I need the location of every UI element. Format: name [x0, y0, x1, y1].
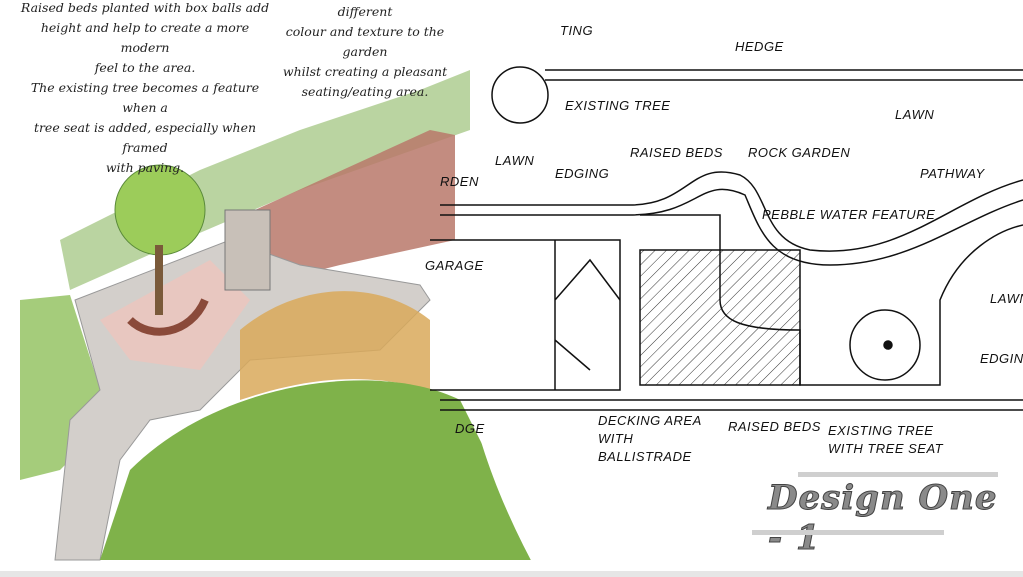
- bottom-border: [0, 571, 1023, 577]
- note-line: whilst creating a pleasant: [282, 64, 448, 79]
- label-lawn: LAWN: [990, 291, 1023, 306]
- label-hedge: HEDGE: [735, 39, 784, 54]
- label-edging: EDGING: [980, 351, 1023, 366]
- note-line: feel to the area.: [94, 60, 196, 75]
- note-line: colour and texture to the garden: [285, 24, 445, 59]
- note-line: The existing tree becomes a feature when…: [30, 80, 260, 115]
- label-existing-tree-seat: EXISTING TREE WITH TREE SEAT: [828, 422, 943, 458]
- garage-outline: [430, 239, 621, 391]
- plan-drawing: [430, 66, 1023, 411]
- label-line: BALLISTRADE: [598, 449, 692, 464]
- edging-top: [440, 171, 1023, 252]
- label-line: WITH TREE SEAT: [828, 441, 944, 456]
- label-edging: EDGING: [555, 166, 610, 181]
- perspective-sketch: [20, 70, 540, 561]
- label-edging-cut: DGE: [455, 421, 485, 436]
- title-bar-bottom: [752, 530, 944, 535]
- label-pebble-water-feature: PEBBLE WATER FEATURE: [762, 207, 936, 222]
- label-top-cut: TING: [560, 23, 594, 38]
- label-rock-garden: ROCK GARDEN: [748, 145, 851, 160]
- label-raised-beds: RAISED BEDS: [630, 145, 723, 160]
- label-line: DECKING AREA: [598, 413, 702, 428]
- label-decking-area: DECKING AREA WITH BALLISTRADE: [598, 412, 702, 466]
- label-lawn: LAWN: [895, 107, 935, 122]
- note-line: tree seat is added, especially when fram…: [33, 120, 257, 155]
- note-raised-beds: Raised beds planted with box balls add h…: [20, 0, 270, 178]
- tree-seat: [127, 298, 209, 336]
- rock-garden: [240, 291, 430, 400]
- pathway-plan: [640, 214, 1023, 386]
- label-lawn: LAWN: [495, 153, 535, 168]
- design-title: Design One - 1: [768, 478, 998, 559]
- label-raised-beds: RAISED BEDS: [728, 419, 821, 434]
- patio-pink: [100, 260, 250, 370]
- note-line: height and help to create a more modern: [40, 20, 250, 55]
- title-bar-top: [798, 472, 998, 477]
- note-line: A decked area will add a different: [337, 4, 393, 19]
- label-pathway: PATHWAY: [920, 166, 985, 181]
- label-garden: RDEN: [440, 174, 479, 189]
- label-garage: GARAGE: [425, 258, 484, 273]
- label-line: WITH: [598, 431, 634, 446]
- tree-trunk: [155, 245, 163, 315]
- note-line: seating/eating area.: [301, 84, 429, 99]
- note-decking: A decked area will add a different colou…: [270, 0, 460, 102]
- decking-area: [255, 130, 455, 280]
- existing-tree-seat-plan: [849, 309, 921, 381]
- label-line: EXISTING TREE: [828, 423, 934, 438]
- tree-canopy: [114, 164, 206, 256]
- note-line: with paving.: [105, 160, 185, 175]
- lawn-main: [100, 380, 540, 560]
- note-line: Raised beds planted with box balls add: [20, 0, 270, 15]
- existing-tree-top: [491, 66, 549, 124]
- boundary-bottom: [440, 399, 1023, 411]
- label-existing-tree: EXISTING TREE: [565, 98, 671, 113]
- hedge-line: [545, 69, 1023, 81]
- raised-bed: [224, 209, 271, 291]
